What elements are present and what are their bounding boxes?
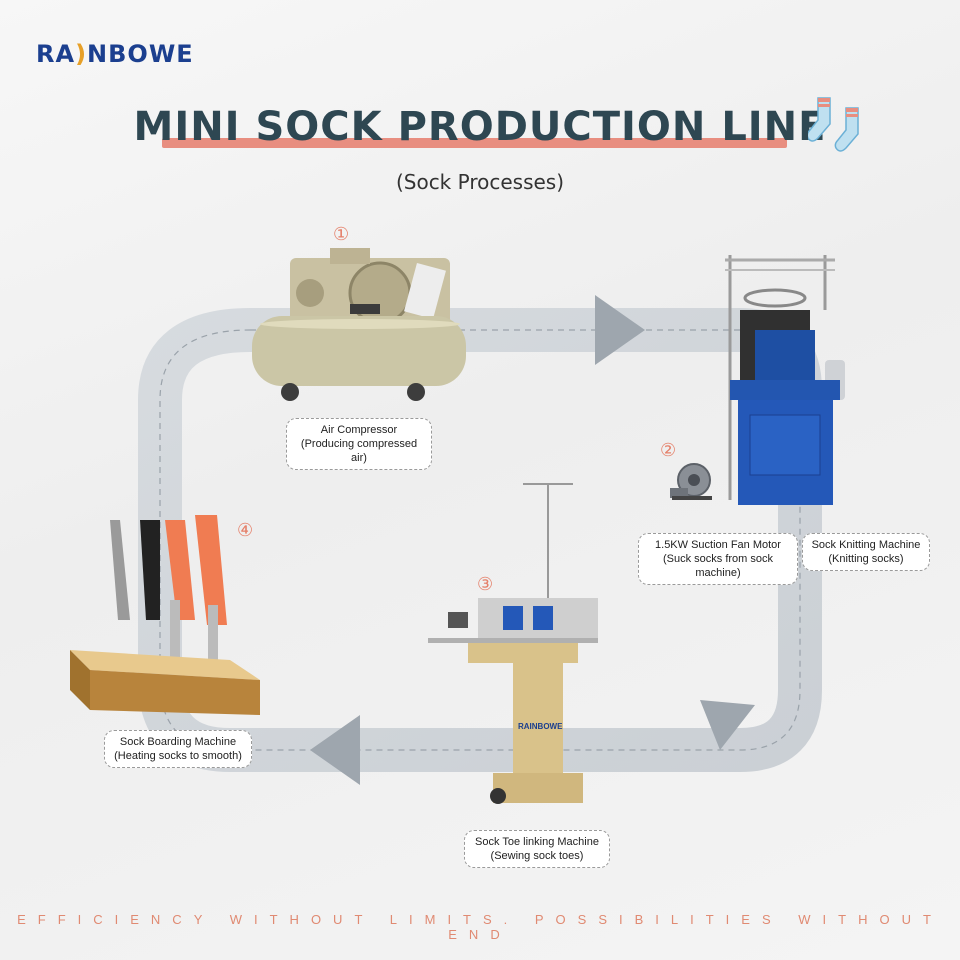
logo-text-part1: RA — [36, 40, 76, 68]
footer-tagline: EFFICIENCY WITHOUT LIMITS. POSSIBILITIES… — [17, 912, 943, 942]
logo-sun-mark: ) — [75, 40, 88, 68]
step-number-3: ③ — [477, 574, 494, 595]
machine-brand-plate: RAINBOWE — [518, 722, 563, 731]
page-title: MINI SOCK PRODUCTION LINE — [133, 104, 827, 150]
label-toe-linking-machine: Sock Toe linking Machine (Sewing sock to… — [464, 830, 610, 868]
label-suction-fan-motor: 1.5KW Suction Fan Motor (Suck socks from… — [638, 533, 798, 585]
label-air-compressor-name: Air Compressor — [320, 424, 398, 436]
label-boarding-desc: (Heating socks to smooth) — [114, 750, 242, 762]
label-knitting-desc: (Knitting socks) — [828, 553, 904, 565]
label-air-compressor: Air Compressor (Producing compressed air… — [286, 418, 432, 470]
label-sock-knitting-machine: Sock Knitting Machine (Knitting socks) — [802, 533, 930, 571]
socks-icon — [808, 97, 859, 152]
label-suction-fan-name: 1.5KW Suction Fan Motor — [655, 539, 781, 551]
sock-knitting-machine-image — [725, 255, 845, 505]
label-toe-linking-desc: (Sewing sock toes) — [490, 850, 584, 862]
step-number-4: ④ — [237, 520, 254, 541]
sock-toe-linking-machine-image — [428, 483, 598, 804]
label-suction-fan-desc: (Suck socks from sock machine) — [662, 553, 774, 579]
label-sock-boarding-machine: Sock Boarding Machine (Heating socks to … — [104, 730, 252, 768]
label-boarding-name: Sock Boarding Machine — [119, 736, 237, 748]
flow-arrow-down — [700, 700, 755, 750]
label-knitting-name: Sock Knitting Machine — [811, 539, 921, 551]
step-number-1: ① — [333, 224, 350, 245]
logo-text-part2: NBOWE — [87, 40, 194, 68]
flow-arrow-left — [310, 715, 360, 785]
brand-logo: RA)NBOWE — [36, 40, 194, 68]
air-compressor-image — [252, 248, 466, 401]
title-underline — [162, 138, 787, 148]
label-toe-linking-name: Sock Toe linking Machine — [475, 836, 599, 848]
label-air-compressor-desc: (Producing compressed air) — [300, 438, 418, 464]
suction-fan-motor-image — [670, 463, 712, 500]
sock-boarding-machine-image — [70, 515, 260, 715]
flow-arrow-right — [595, 295, 645, 365]
step-number-2: ② — [660, 440, 677, 461]
page-subtitle: (Sock Processes) — [395, 170, 565, 194]
